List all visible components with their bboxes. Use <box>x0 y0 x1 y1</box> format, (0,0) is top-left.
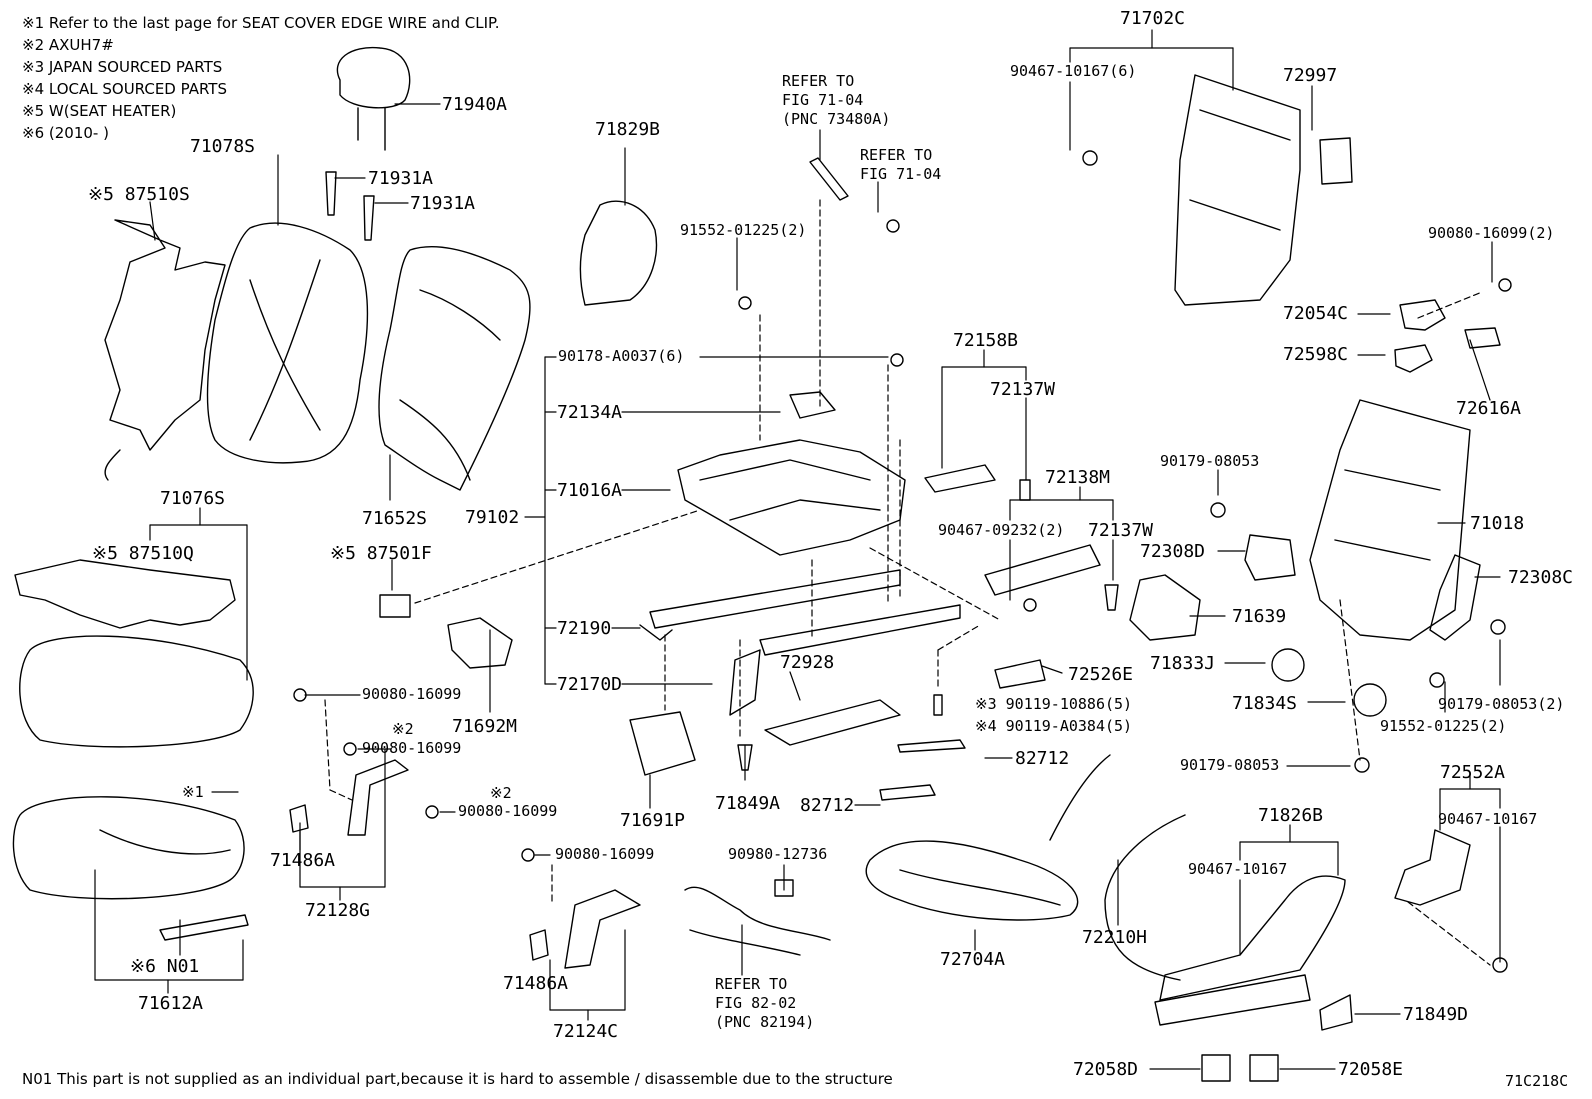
part-label[interactable]: 71692M <box>452 716 518 737</box>
part-label[interactable]: 72124C <box>553 1021 619 1042</box>
part-label[interactable]: 71016A <box>557 480 623 501</box>
part-label[interactable]: 72054C <box>1283 303 1349 324</box>
part-label[interactable]: 90467-10167 <box>1188 860 1288 878</box>
part-label[interactable]: 71486A <box>270 850 336 871</box>
part-label[interactable]: 72137W <box>1088 520 1154 541</box>
part-label[interactable]: 91552-01225(2) <box>680 221 807 239</box>
footer-note: N01 This part is not supplied as an indi… <box>22 1070 893 1088</box>
refer-note-82-02[interactable]: REFER TO FIG 82-02 (PNC 82194) <box>715 975 815 1031</box>
part-label[interactable]: 72704A <box>940 949 1006 970</box>
part-label[interactable]: 71076S <box>160 488 226 509</box>
part-label[interactable]: 71931A <box>410 193 476 214</box>
part-label[interactable]: 71639 <box>1232 606 1287 627</box>
part-label[interactable]: 72616A <box>1456 398 1522 419</box>
part-label[interactable]: 90179-08053 <box>1180 756 1280 774</box>
part-label[interactable]: ※5 87510S <box>88 184 190 205</box>
part-label[interactable]: 72308C <box>1508 567 1574 588</box>
part-label[interactable]: 79102 <box>465 507 520 528</box>
part-label[interactable]: 72210H <box>1082 927 1148 948</box>
part-label[interactable]: 72190 <box>557 618 612 639</box>
note-4: ※4 LOCAL SOURCED PARTS <box>22 80 227 98</box>
part-label[interactable]: ※1 <box>182 783 204 801</box>
part-label[interactable]: 71486A <box>503 973 569 994</box>
part-label[interactable]: 71018 <box>1470 513 1525 534</box>
part-label[interactable]: 90179-08053 <box>1160 452 1260 470</box>
part-label[interactable]: ※6 N01 <box>130 956 200 977</box>
figure-code: 71C218C <box>1505 1072 1569 1090</box>
note-5: ※5 W(SEAT HEATER) <box>22 102 177 120</box>
part-label[interactable]: 82712 <box>800 795 855 816</box>
part-label[interactable]: ※2 <box>490 784 512 802</box>
part-label[interactable]: 90980-12736 <box>728 845 828 863</box>
part-label[interactable]: ※3 90119-10886(5) <box>975 695 1133 713</box>
part-label[interactable]: 72058D <box>1073 1059 1139 1080</box>
leader-lines <box>94 29 1501 1070</box>
part-label[interactable]: 72552A <box>1440 762 1506 783</box>
note-6: ※6 (2010- ) <box>22 124 109 142</box>
part-label[interactable]: 71940A <box>442 94 508 115</box>
part-label[interactable]: 72128G <box>305 900 371 921</box>
part-label[interactable]: 71078S <box>190 136 256 157</box>
part-label[interactable]: 82712 <box>1015 748 1070 769</box>
part-label[interactable]: ※4 90119-A0384(5) <box>975 717 1133 735</box>
refer-note-71-04-pnc[interactable]: REFER TO FIG 71-04 (PNC 73480A) <box>782 72 891 128</box>
part-label[interactable]: 72158B <box>953 330 1019 351</box>
part-label[interactable]: ※5 87501F <box>330 543 432 564</box>
part-label[interactable]: 71826B <box>1258 805 1324 826</box>
part-label[interactable]: ※2 <box>392 720 414 738</box>
part-label[interactable]: 90080-16099 <box>555 845 655 863</box>
note-2: ※2 AXUH7# <box>22 36 114 54</box>
part-label[interactable]: 72138M <box>1045 467 1111 488</box>
part-label[interactable]: 71829B <box>595 119 661 140</box>
part-label[interactable]: 90080-16099 <box>362 739 462 757</box>
part-label[interactable]: 90467-10167(6) <box>1010 62 1137 80</box>
part-sketches <box>12 46 1512 1082</box>
part-label[interactable]: 90467-09232(2) <box>938 521 1065 539</box>
refer-note-71-04[interactable]: REFER TO FIG 71-04 <box>860 146 942 183</box>
part-label[interactable]: 71833J <box>1150 653 1216 674</box>
part-label[interactable]: ※5 87510Q <box>92 543 194 564</box>
part-label[interactable]: 90080-16099(2) <box>1428 224 1555 242</box>
part-label[interactable]: 90178-A0037(6) <box>558 347 685 365</box>
part-label[interactable]: 72308D <box>1140 541 1206 562</box>
part-label[interactable]: 72598C <box>1283 344 1349 365</box>
part-label[interactable]: 71702C <box>1120 8 1186 29</box>
part-label[interactable]: 71834S <box>1232 693 1298 714</box>
part-label[interactable]: 72134A <box>557 402 623 423</box>
part-label[interactable]: 72526E <box>1068 664 1134 685</box>
part-label[interactable]: 90467-10167 <box>1438 810 1538 828</box>
part-label[interactable]: 71849A <box>715 793 781 814</box>
part-label[interactable]: 72997 <box>1283 65 1338 86</box>
part-label[interactable]: 72928 <box>780 652 835 673</box>
part-label[interactable]: 90179-08053(2) <box>1438 695 1565 713</box>
part-label[interactable]: 71691P <box>620 810 686 831</box>
part-label[interactable]: 71849D <box>1403 1004 1469 1025</box>
part-label[interactable]: 71652S <box>362 508 428 529</box>
note-3: ※3 JAPAN SOURCED PARTS <box>22 58 223 76</box>
note-1: ※1 Refer to the last page for SEAT COVER… <box>22 14 500 32</box>
part-label[interactable]: 90080-16099 <box>362 685 462 703</box>
part-label[interactable]: 71612A <box>138 993 204 1014</box>
part-label[interactable]: 90080-16099 <box>458 802 558 820</box>
part-label[interactable]: 91552-01225(2) <box>1380 717 1507 735</box>
part-label[interactable]: 71931A <box>368 168 434 189</box>
part-label[interactable]: 72170D <box>557 674 623 695</box>
part-label[interactable]: 72137W <box>990 379 1056 400</box>
part-label[interactable]: 72058E <box>1338 1059 1404 1080</box>
